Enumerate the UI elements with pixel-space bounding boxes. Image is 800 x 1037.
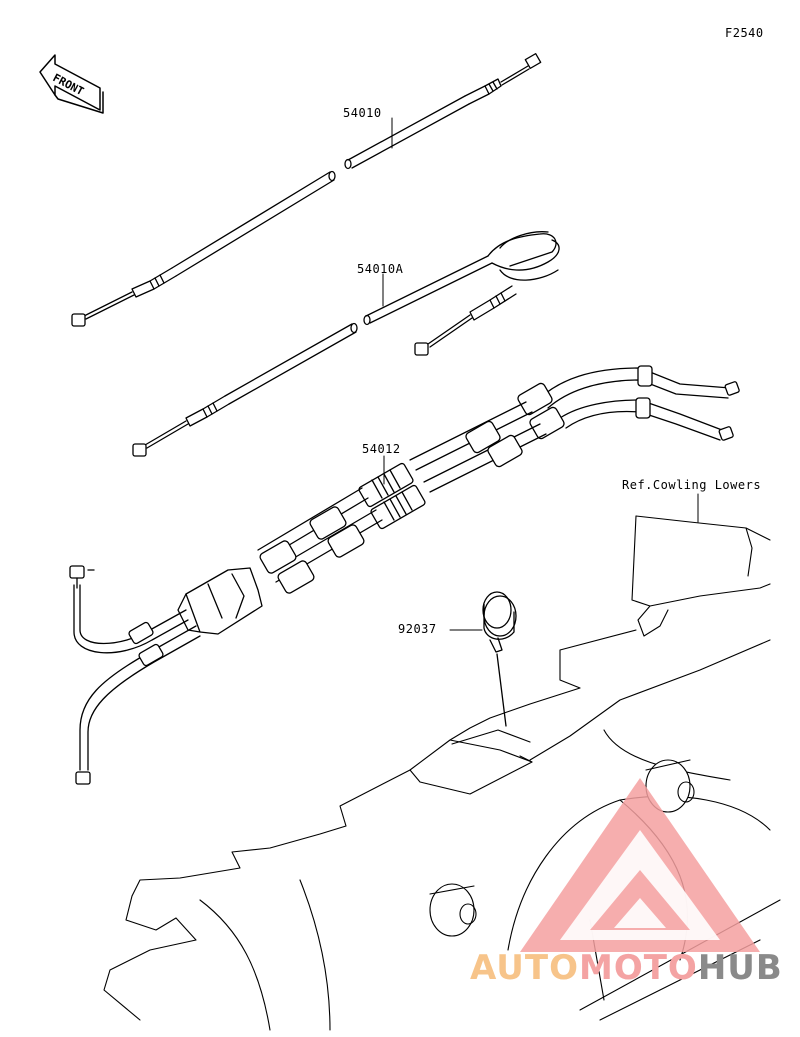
cable-54010 xyxy=(71,53,542,327)
reference-note: Ref.Cowling Lowers xyxy=(622,478,762,492)
watermark-text: AUTOMOTOHUB xyxy=(470,948,783,988)
watermark-text-b: MOTO xyxy=(578,948,698,988)
figure-code: F2540 xyxy=(725,26,764,40)
watermark-logo-icon xyxy=(520,778,760,952)
frame-outline xyxy=(103,493,781,1031)
front-arrow-icon: FRONT xyxy=(39,54,104,114)
watermark-text-a: AUTO xyxy=(470,948,579,988)
part-number-92037[interactable]: 92037 xyxy=(398,622,437,636)
part-number-54010a[interactable]: 54010A xyxy=(357,262,404,276)
part-number-54010[interactable]: 54010 xyxy=(343,106,382,120)
watermark-text-c: HUB xyxy=(697,948,783,988)
part-number-54012[interactable]: 54012 xyxy=(362,442,401,456)
clamp-92037 xyxy=(482,591,517,727)
cable-54012 xyxy=(69,365,740,785)
cable-54010a xyxy=(132,231,560,457)
